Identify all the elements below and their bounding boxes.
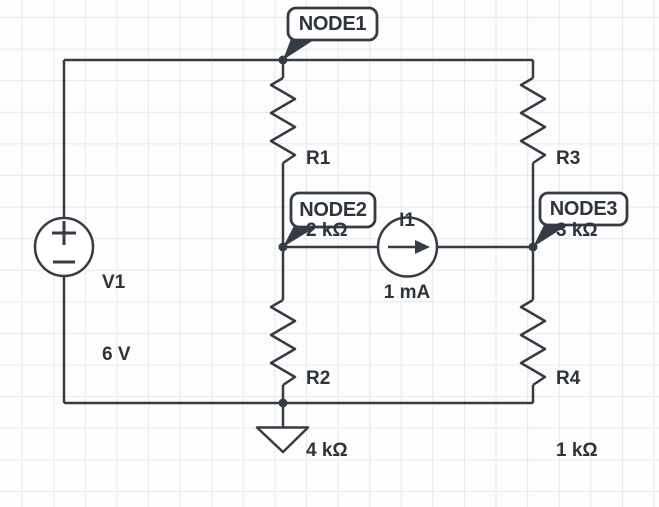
resistor-r2[interactable] <box>269 298 297 387</box>
node2-label: NODE2 <box>299 198 367 221</box>
callout-tail-node1 <box>283 36 320 60</box>
resistor-r3[interactable] <box>519 76 547 165</box>
arrow-right-icon <box>415 240 430 254</box>
plus-sign-icon <box>52 221 76 245</box>
junction-dot-ground <box>278 398 288 408</box>
node3-label: NODE3 <box>549 197 618 220</box>
resistor-r1[interactable] <box>269 76 297 165</box>
voltage-source-v1[interactable] <box>33 216 95 278</box>
i1-name: I1 <box>399 210 415 231</box>
r2-name: R2 <box>306 368 331 389</box>
callout-tail-node3 <box>533 221 574 247</box>
i1-label: I1 1 mA <box>384 161 430 353</box>
v1-name: V1 <box>102 272 126 293</box>
callout-box-node1[interactable] <box>286 6 379 42</box>
r2-value: 4 kΩ <box>306 440 348 461</box>
current-source-i1[interactable] <box>376 216 439 278</box>
r1-name: R1 <box>306 148 331 169</box>
callout-box-node2[interactable] <box>289 191 377 229</box>
r1-label: R1 2 kΩ <box>306 99 348 291</box>
r4-name: R4 <box>556 368 581 389</box>
r3-value: 3 kΩ <box>556 220 598 241</box>
callout-box-node3[interactable] <box>538 191 629 227</box>
v1-label: V1 6 V <box>102 223 131 415</box>
v1-value: 6 V <box>102 344 131 365</box>
i1-value: 1 mA <box>383 282 431 303</box>
r2-label: R2 4 kΩ <box>306 319 348 507</box>
r1-value: 2 kΩ <box>306 220 348 241</box>
r4-label: R4 1 kΩ <box>556 319 598 507</box>
r4-value: 1 kΩ <box>556 440 598 461</box>
r3-label: R3 3 kΩ <box>556 99 598 291</box>
resistor-r4[interactable] <box>519 298 547 387</box>
node1-label: NODE1 <box>298 12 367 35</box>
r3-name: R3 <box>556 148 581 169</box>
ground-symbol[interactable] <box>255 403 310 454</box>
